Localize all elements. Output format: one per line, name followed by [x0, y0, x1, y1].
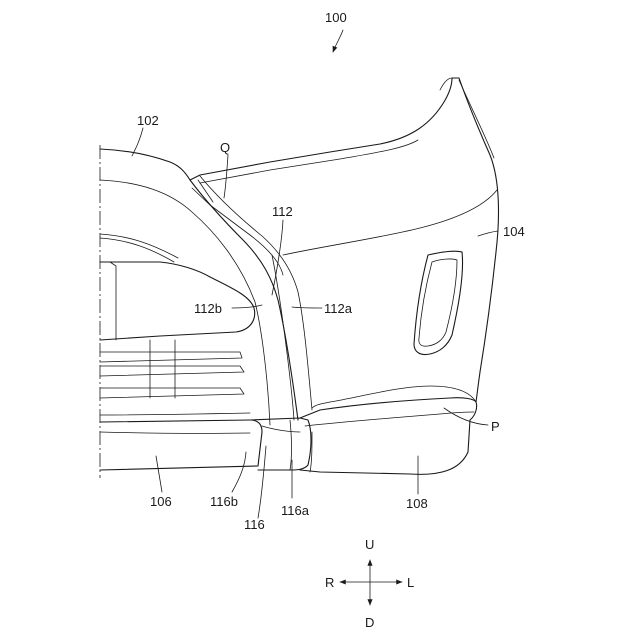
- label-100: 100: [325, 10, 347, 25]
- label-116: 116: [244, 517, 265, 532]
- label-112b: 112b: [194, 301, 222, 316]
- label-q: Q: [220, 140, 230, 155]
- assembly-pointer: [333, 30, 343, 52]
- label-p: P: [491, 419, 500, 434]
- label-102: 102: [137, 113, 159, 128]
- orientation-compass: [340, 560, 402, 605]
- fog-lamp-outline: [414, 251, 463, 354]
- label-112a: 112a: [324, 301, 353, 316]
- grille-outline: [100, 262, 255, 415]
- compass-up-label: U: [365, 537, 374, 552]
- compass-right-label: R: [325, 575, 334, 590]
- label-116a: 116a: [281, 503, 310, 518]
- upper-panel-outline: [100, 149, 270, 425]
- label-108: 108: [406, 496, 428, 511]
- label-106: 106: [150, 494, 172, 509]
- label-112: 112: [272, 204, 293, 219]
- lower-panels-outline: [100, 398, 477, 475]
- label-104: 104: [503, 224, 525, 239]
- garnish-outline: [190, 176, 312, 420]
- compass-left-label: L: [407, 575, 414, 590]
- label-116b: 116b: [210, 494, 238, 509]
- compass-down-label: D: [365, 615, 374, 630]
- leader-lines: [132, 128, 498, 518]
